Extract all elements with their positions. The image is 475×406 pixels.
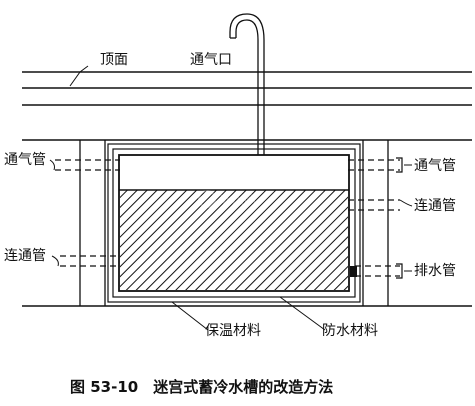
label-vent-pipe-right: 通气管 <box>414 158 456 174</box>
svg-text:冰川网: 冰川网 <box>220 193 256 207</box>
left-column <box>79 140 106 306</box>
label-vent-opening: 通气口 <box>190 52 232 68</box>
stored-water <box>120 190 348 290</box>
right-connecting-pipe-dashed <box>348 199 400 211</box>
drain-outlet <box>350 266 357 277</box>
figure-caption: 图 53-10 迷宫式蓄冷水槽的改造方法 <box>70 378 333 396</box>
label-connecting-pipe-left: 连通管 <box>4 248 46 264</box>
tank-inner <box>118 154 350 292</box>
label-vent-pipe-left: 通气管 <box>4 152 46 168</box>
label-waterproof: 防水材料 <box>322 323 378 339</box>
watermark: 冰川网 <box>198 190 256 208</box>
top-slab <box>22 71 472 141</box>
right-column <box>362 140 389 306</box>
right-vent-pipe-dashed <box>348 157 403 173</box>
insulation-layer <box>107 143 361 303</box>
label-top-surface: 顶面 <box>100 52 128 68</box>
waterproof-layer <box>112 148 356 298</box>
left-connecting-pipe-dashed <box>60 255 120 267</box>
label-insulation: 保温材料 <box>205 323 261 339</box>
label-connecting-pipe-right: 连通管 <box>414 198 456 214</box>
label-drain-pipe: 排水管 <box>414 263 456 279</box>
drain-pipe-dashed <box>355 263 403 279</box>
left-vent-pipe-dashed <box>55 159 120 171</box>
vent-pipe <box>229 13 265 155</box>
